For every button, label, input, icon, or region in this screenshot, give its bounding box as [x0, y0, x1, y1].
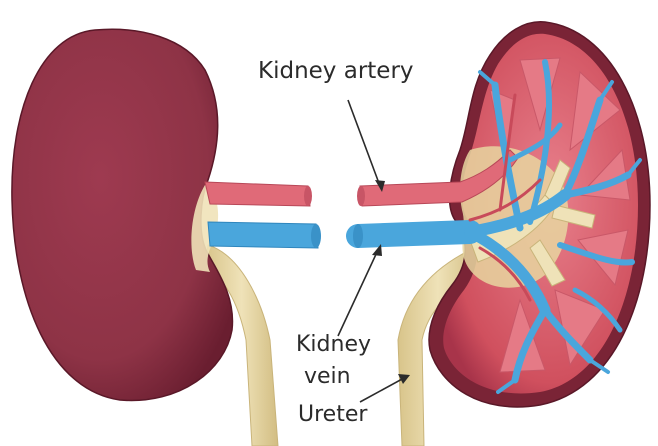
ureter-label: Ureter	[298, 404, 367, 426]
artery-leader-line	[348, 100, 380, 186]
kidney-vein-label-line2: vein	[304, 366, 351, 388]
right-artery-cut-end	[357, 186, 365, 206]
vein-leader-line	[338, 250, 378, 336]
left-vein-cut-end	[311, 224, 321, 248]
left-renal-vein	[208, 222, 318, 248]
right-vein-cut-end	[353, 224, 363, 248]
left-kidney-exterior	[12, 29, 321, 446]
ureter-leader-line	[360, 378, 404, 402]
left-renal-artery	[205, 182, 310, 206]
left-artery-cut-end	[304, 186, 312, 206]
kidney-artery-label: Kidney artery	[258, 60, 414, 83]
kidney-vein-label-line1: Kidney	[296, 334, 371, 356]
